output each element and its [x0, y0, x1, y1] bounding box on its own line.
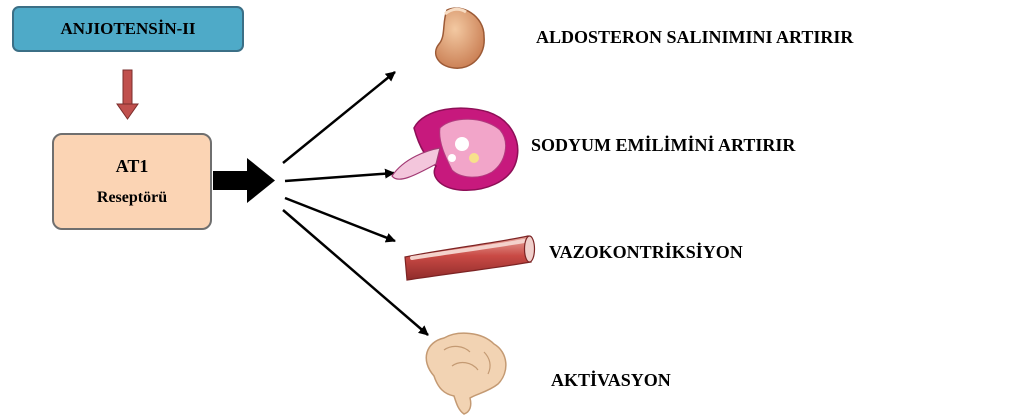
- blood-vessel-icon: [405, 236, 535, 280]
- receptor-label: Reseptörü: [97, 183, 167, 213]
- at1-label: AT1: [116, 149, 149, 183]
- angiotensin-ii-label: ANJIOTENSİN-II: [60, 19, 195, 39]
- thick-right-arrow: [213, 158, 275, 203]
- arrow-to-vazokonstriksiyon: [285, 198, 395, 241]
- arrow-to-aldosteron: [283, 72, 395, 163]
- effect-label-vazokonstriksiyon: VAZOKONTRİKSİYON: [549, 242, 743, 263]
- kidney-icon: [392, 108, 518, 190]
- brain-icon: [426, 333, 506, 414]
- down-arrow: [117, 70, 138, 119]
- at1-receptor-box: AT1 Reseptörü: [52, 133, 212, 230]
- effect-label-sodyum: SODYUM EMİLİMİNİ ARTIRIR: [531, 135, 795, 156]
- effect-label-aldosteron: ALDOSTERON SALINIMINI ARTIRIR: [536, 27, 853, 48]
- angiotensin-ii-box: ANJIOTENSİN-II: [12, 6, 244, 52]
- arrow-to-sodyum: [285, 173, 394, 181]
- effect-label-aktivasyon: AKTİVASYON: [551, 370, 671, 391]
- adrenal-gland-icon: [436, 8, 485, 68]
